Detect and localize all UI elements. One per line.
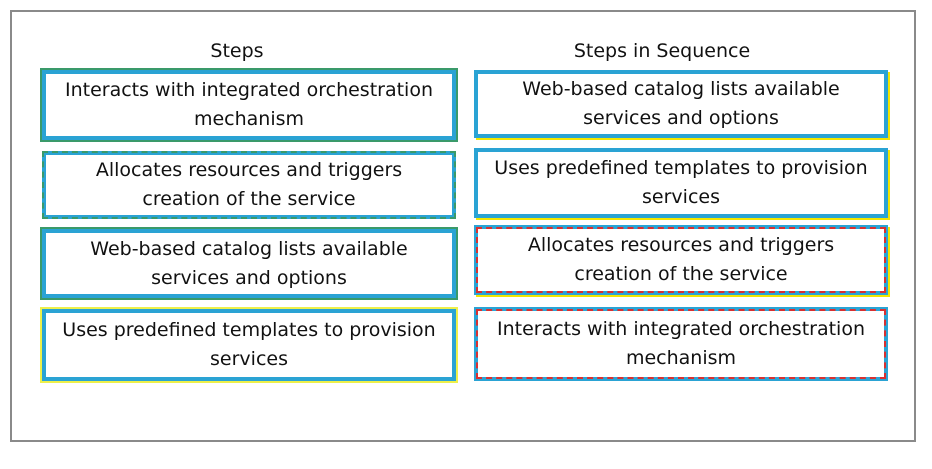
step-card-3[interactable]: Web-based catalog lists available servic… [42,229,456,298]
sequence-slot-1[interactable]: Web-based catalog lists available servic… [474,70,888,138]
sequence-column-header: Steps in Sequence [573,40,751,62]
sequence-slot-3-line1: Allocates resources and triggers [527,234,835,256]
sequence-slot-3[interactable]: Allocates resources and triggers creatio… [474,225,888,295]
sequence-slot-3-line2: creation of the service [574,263,788,285]
step-card-1-line1: Interacts with integrated orchestration [64,79,434,101]
sequence-slot-4-line2: mechanism [625,347,737,369]
steps-column-header: Steps [210,40,264,62]
sequence-slot-2-line2: services [642,186,720,208]
step-card-1-line2: mechanism [193,108,305,130]
step-card-1[interactable]: Interacts with integrated orchestration … [42,70,456,140]
step-card-4[interactable]: Uses predefined templates to provision s… [42,309,456,381]
sequence-slot-4-line1: Interacts with integrated orchestration [496,318,866,340]
sequence-slot-1-line2: services and options [583,107,779,129]
sequence-slot-2[interactable]: Uses predefined templates to provision s… [474,148,888,218]
step-card-4-line2: services [210,348,288,370]
step-card-3-line1: Web-based catalog lists available [90,237,408,260]
sequence-slot-4[interactable]: Interacts with integrated orchestration … [474,307,888,381]
step-card-3-line2: services and options [151,266,347,289]
sequence-slot-1-line1: Web-based catalog lists available [522,78,840,100]
step-card-4-line1: Uses predefined templates to provision [62,319,436,341]
step-card-2-line1: Allocates resources and triggers [95,159,403,181]
step-card-2[interactable]: Allocates resources and triggers creatio… [42,151,456,219]
step-card-2-line2: creation of the service [142,188,356,210]
sequence-slot-2-line1: Uses predefined templates to provision [494,157,868,179]
